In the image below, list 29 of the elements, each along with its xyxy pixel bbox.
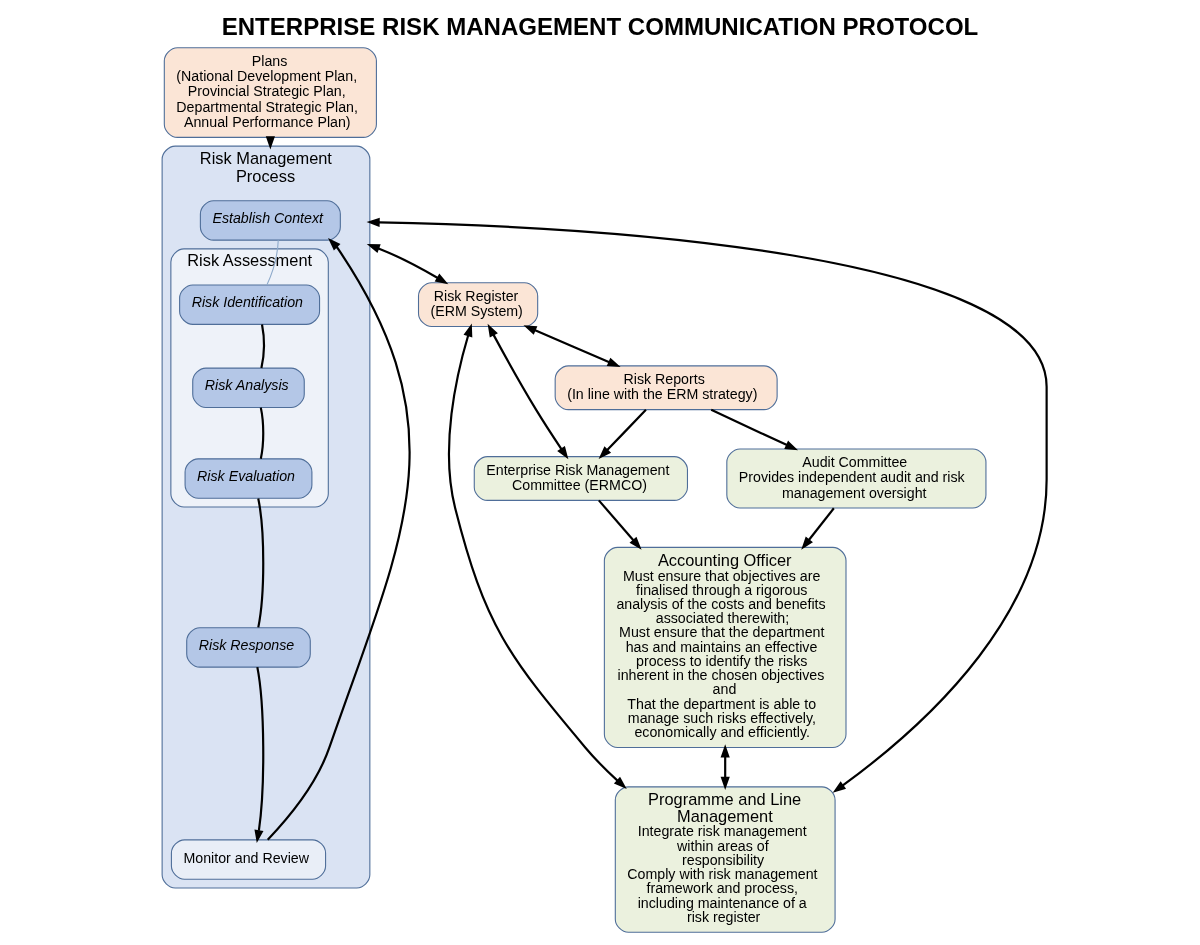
arrow <box>447 323 627 789</box>
connector <box>257 498 265 628</box>
node-box: Audit Committee Provides independent audit and risk management oversight <box>726 448 987 509</box>
node-box: Risk Response <box>186 627 311 668</box>
node-box: Programme and Line Management Integrate risk management within areas of responsibility Comply with risk management framework and process, including maintenance of a risk register <box>614 786 836 933</box>
connector <box>259 407 265 459</box>
node-box: Risk Identification <box>179 284 321 325</box>
node-box: Risk Reports (In line with the ERM strategy) <box>554 365 778 411</box>
node-box: Risk Analysis <box>192 367 305 408</box>
arrow <box>366 217 1048 793</box>
node-box: Establish Context <box>199 200 341 241</box>
diagram-title: ENTERPRISE RISK MANAGEMENT COMMUNICATION PROTOCOL <box>221 13 979 41</box>
arrow <box>487 323 569 460</box>
arrow <box>266 237 411 841</box>
node-box: Enterprise Risk Management Committee (ERMCO) <box>473 456 688 501</box>
node-box: Risk Register (ERM System) <box>417 282 539 328</box>
node-box: Monitor and Review <box>170 839 327 880</box>
arrow <box>720 744 730 790</box>
arrow <box>801 507 835 550</box>
arrow <box>523 325 621 368</box>
connector <box>260 324 265 369</box>
arrow <box>598 409 647 459</box>
arrow <box>598 499 642 550</box>
node-box: Risk Evaluation <box>184 458 313 499</box>
arrow <box>366 244 449 285</box>
node-box: Accounting Officer Must ensure that objectives are finalised through a rigorous analysis of the costs and benefits associated therewith; Must ensure that the department has and maintains an effective process to identify the risks inherent in the chosen objectives and That the department is able to manage such risks effectively, economically and efficiently. <box>603 546 847 748</box>
arrow <box>710 408 799 451</box>
arrow <box>254 666 265 844</box>
connector <box>266 239 279 286</box>
